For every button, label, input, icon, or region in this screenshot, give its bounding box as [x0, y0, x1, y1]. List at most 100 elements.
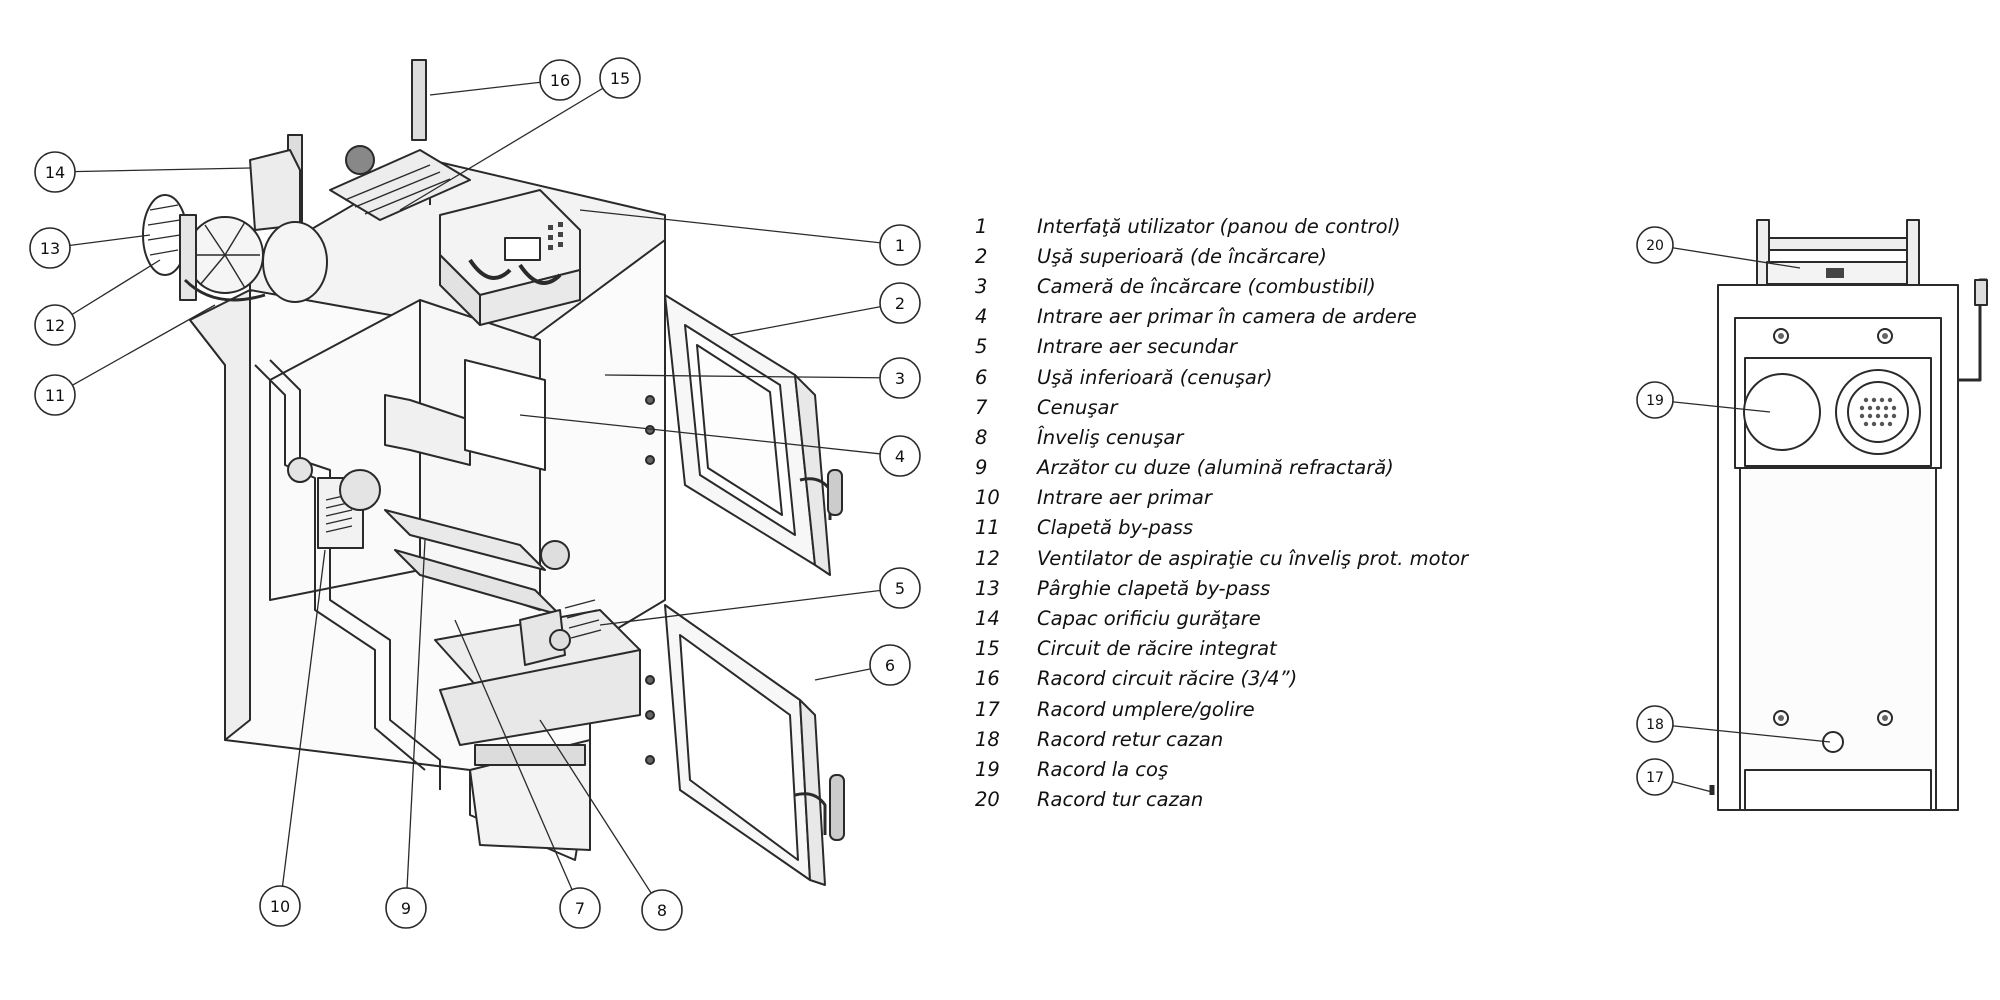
legend-label: Racord umplere/golire [1037, 697, 1255, 721]
legend-row: 7 Cenuşar [975, 392, 1495, 422]
legend-label: Uşă inferioară (cenuşar) [1037, 365, 1273, 389]
legend-label: Ventilator de aspiraţie cu înveliş prot.… [1037, 546, 1469, 570]
callout-14-label: 14 [45, 163, 65, 182]
legend-row: 20 Racord tur cazan [975, 785, 1495, 815]
callout-10: 10 [259, 885, 301, 927]
legend-row: 12 Ventilator de aspiraţie cu înveliş pro… [975, 543, 1495, 573]
legend-row: 2 Uşă superioară (de încărcare) [975, 241, 1495, 271]
legend-number: 15 [975, 637, 1000, 661]
callout-17-label: 17 [1646, 770, 1664, 786]
callout-5: 5 [879, 567, 921, 609]
callout-15-label: 15 [610, 69, 630, 88]
legend-label: Pârghie clapetă by-pass [1037, 576, 1271, 600]
legend-label: Capac orificiu gurăţare [1037, 607, 1261, 631]
callout-15: 15 [599, 57, 641, 99]
callout-18-label: 18 [1646, 717, 1664, 733]
callout-11: 11 [34, 374, 76, 416]
legend-number: 18 [975, 727, 1000, 751]
callout-12: 12 [34, 304, 76, 346]
callout-5-label: 5 [895, 579, 905, 598]
callout-11-label: 11 [45, 386, 65, 405]
legend-row: 14 Capac orificiu gurăţare [975, 603, 1495, 633]
legend-number: 8 [975, 425, 988, 449]
legend-label: Cenuşar [1037, 395, 1118, 419]
legend-row: 13 Pârghie clapetă by-pass [975, 573, 1495, 603]
callout-1: 1 [879, 224, 921, 266]
callout-8-label: 8 [657, 901, 667, 920]
callout-16: 16 [539, 59, 581, 101]
callout-7-label: 7 [575, 899, 585, 918]
callout-4-label: 4 [895, 447, 905, 466]
callout-6-label: 6 [885, 656, 895, 675]
callout-14: 14 [34, 151, 76, 193]
boiler-cutaway-view [142, 59, 845, 886]
callout-10-label: 10 [270, 897, 290, 916]
legend-number: 5 [975, 335, 988, 359]
legend-label: Intrare aer secundar [1037, 335, 1238, 359]
callout-20-label: 20 [1646, 238, 1664, 254]
legend-row: 3 Cameră de încărcare (combustibil) [975, 271, 1495, 301]
legend-row: 10 Intrare aer primar [975, 483, 1495, 513]
legend-row: 4 Intrare aer primar în camera de ardere [975, 302, 1495, 332]
callouts: 1 2 3 4 5 6 7 8 9 10 11 12 13 14 15 16 1… [29, 57, 1674, 931]
legend-number: 2 [975, 244, 988, 268]
legend-label: Cameră de încărcare (combustibil) [1037, 274, 1376, 298]
legend-label: Arzător cu duze (alumină refractară) [1037, 456, 1394, 480]
legend-number: 1 [975, 214, 988, 238]
callout-13-label: 13 [40, 239, 60, 258]
callout-2-label: 2 [895, 294, 905, 313]
legend-number: 3 [975, 274, 988, 298]
legend-row: 6 Uşă inferioară (cenuşar) [975, 362, 1495, 392]
callout-17: 17 [1636, 758, 1674, 796]
legend-row: 8 Înveliş cenuşar [975, 422, 1495, 452]
legend-number: 19 [975, 757, 1000, 781]
callout-12-label: 12 [45, 316, 65, 335]
legend-label: Interfaţă utilizator (panou de control) [1037, 214, 1401, 238]
legend-number: 6 [975, 365, 988, 389]
legend-row: 17 Racord umplere/golire [975, 694, 1495, 724]
legend-number: 7 [975, 395, 988, 419]
legend-row: 11 Clapetă by-pass [975, 513, 1495, 543]
callout-7: 7 [559, 887, 601, 929]
legend-label: Racord la coş [1037, 757, 1169, 781]
legend-number: 4 [975, 305, 988, 329]
legend-label: Înveliş cenuşar [1037, 425, 1184, 449]
legend-number: 12 [975, 546, 1000, 570]
legend-label: Clapetă by-pass [1037, 516, 1194, 540]
legend-label: Uşă superioară (de încărcare) [1037, 244, 1327, 268]
legend-number: 20 [975, 788, 1000, 812]
legend-number: 9 [975, 456, 988, 480]
callout-8: 8 [641, 889, 683, 931]
legend-row: 9 Arzător cu duze (alumină refractară) [975, 453, 1495, 483]
legend-label: Circuit de răcire integrat [1037, 637, 1277, 661]
callout-2: 2 [879, 282, 921, 324]
callout-20: 20 [1636, 226, 1674, 264]
callout-13: 13 [29, 227, 71, 269]
callout-19-label: 19 [1646, 393, 1664, 409]
callout-3: 3 [879, 357, 921, 399]
callout-18: 18 [1636, 705, 1674, 743]
legend-label: Racord circuit răcire (3/4”) [1037, 667, 1298, 691]
legend-row: 5 Intrare aer secundar [975, 332, 1495, 362]
legend-row: 1 Interfaţă utilizator (panou de control) [975, 211, 1495, 241]
legend-number: 10 [975, 486, 1000, 510]
legend-number: 17 [975, 697, 1000, 721]
callout-9-label: 9 [401, 899, 411, 918]
legend-number: 14 [975, 607, 1000, 631]
legend-label: Racord retur cazan [1037, 727, 1224, 751]
legend-number: 11 [975, 516, 1000, 540]
legend-row: 19 Racord la coş [975, 754, 1495, 784]
boiler-rear-view [1709, 219, 1988, 811]
legend-label: Intrare aer primar [1037, 486, 1212, 510]
legend-number: 16 [975, 667, 1000, 691]
callout-1-label: 1 [895, 236, 905, 255]
legend-number: 13 [975, 576, 1000, 600]
legend-label: Intrare aer primar în camera de ardere [1037, 305, 1417, 329]
legend-row: 18 Racord retur cazan [975, 724, 1495, 754]
legend-row: 16 Racord circuit răcire (3/4”) [975, 664, 1495, 694]
legend-label: Racord tur cazan [1037, 788, 1204, 812]
callout-16-label: 16 [550, 71, 570, 90]
callout-4: 4 [879, 435, 921, 477]
callout-3-label: 3 [895, 369, 905, 388]
